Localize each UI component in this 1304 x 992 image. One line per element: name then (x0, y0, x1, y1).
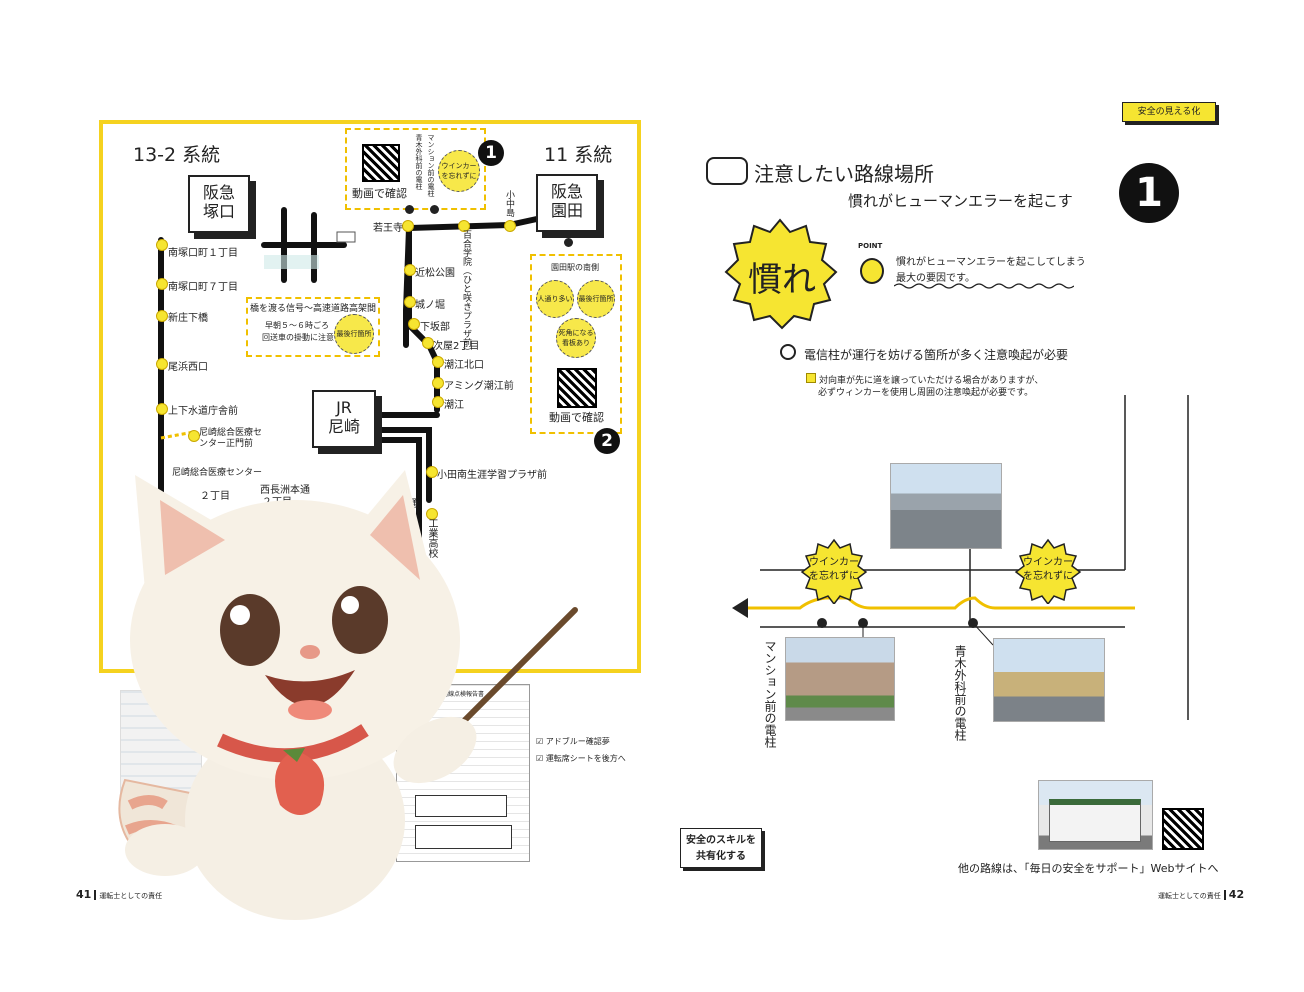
magnifier-icon (780, 344, 796, 360)
lightbulb-icon (860, 258, 884, 284)
pole-label: マンション前の電柱 (763, 640, 777, 748)
notice-title: 橋を渡る信号～高速道路高架間 (250, 304, 377, 314)
notice-body: 回送車の掛動に注意 (262, 333, 334, 342)
section-number: 1 (1119, 163, 1179, 223)
qr-caption: 動画で確認 (352, 187, 407, 200)
warning-badge: 最後行箇所 (577, 280, 615, 318)
street-photo-top (890, 463, 1002, 549)
notice-body: 早朝５～６時ごろ (265, 321, 329, 330)
point-label: POINT (858, 242, 883, 250)
stop-label: アミング潮江前 (444, 381, 514, 392)
skill-tag: 安全のスキルを共有化する (680, 828, 762, 868)
stop-label: 尼崎総合医療センター正門前 (199, 428, 263, 449)
wavy-underline (894, 283, 1074, 289)
warning-badge-text: ウインカーを忘れずに (809, 557, 859, 582)
route-label-13-2: 13-2 系統 (133, 144, 221, 166)
warning-badge: 人通り多い (536, 280, 574, 318)
check-icon (806, 373, 816, 383)
page-subheading: 慣れがヒューマンエラーを起こす (848, 192, 1073, 210)
mascot-cat-illustration (118, 470, 578, 920)
pointing-hand-icon (706, 157, 748, 185)
stop-label: 上下水道庁舎前 (168, 406, 238, 417)
hint-text: 対向車が先に道を譲っていただける場合がありますが、 (806, 373, 1043, 386)
stop-label: 南塚口町７丁目 (168, 282, 238, 293)
station-hankyu-tsukaguchi: 阪急塚口 (188, 175, 250, 233)
notice-box-1 (345, 128, 486, 210)
stop-label: 尼崎総合医療センター (172, 468, 263, 478)
hint-text: 必ずウィンカーを使用し周囲の注意喚起が必要です。 (818, 388, 1034, 398)
qr-code[interactable] (557, 368, 597, 408)
notice-box-2 (530, 254, 622, 434)
checklist-item: ☑ 運転席シートを後方へ (536, 754, 626, 763)
stop-label: 小田南生涯学習プラザ前 (437, 470, 547, 481)
street-photo-clinic (993, 638, 1105, 722)
stop-label: 工業高校 (426, 518, 437, 558)
stop-label: 次屋2丁目 (433, 341, 480, 352)
section-tag: 安全の見える化 (1122, 102, 1216, 122)
number-badge-1: 1 (478, 140, 504, 166)
point-text: 慣れがヒューマンエラーを起こしてしまう (896, 257, 1086, 268)
stop-label: 潮江北口 (444, 360, 484, 371)
qr-code[interactable] (1162, 808, 1204, 850)
bus-photo (1038, 780, 1153, 850)
bus-drawing (415, 825, 512, 849)
form-title: 路線点検報告書 (397, 689, 529, 698)
stop-label: 南塚口町１丁目 (168, 248, 238, 259)
route-label-11: 11 系統 (544, 144, 613, 166)
stop-label: 小中島 (504, 190, 514, 217)
warning-burst-right (1014, 538, 1082, 604)
point-text: 最大の要因です。 (896, 273, 975, 284)
stop-label: 下坂部 (420, 322, 450, 333)
checklist-item: ☑ アドブルー確認夢 (536, 737, 610, 746)
page-heading: 注意したい路線場所 (754, 162, 934, 186)
stop-label: 潮江 (444, 400, 464, 411)
bus-drawing (415, 795, 507, 817)
warning-badge: 死角になる看板あり (556, 318, 596, 358)
hint-title: 電信柱が運行を妨げる箇所が多く注意喚起が必要 (804, 348, 1069, 362)
street-photo-mansion (785, 637, 895, 721)
qr-code[interactable] (362, 144, 400, 182)
stop-label: 城ノ堀 (415, 300, 445, 311)
keyword-text: 慣れ (748, 260, 816, 300)
stop-label: 百合学院（ひと咲きプラザ前） (461, 230, 471, 356)
stop-label: ２丁目 (200, 491, 230, 502)
pole-label: 青木外科前の電柱 (953, 645, 967, 741)
keyword-burst (724, 218, 838, 330)
stop-label: 尾浜西口 (168, 362, 208, 373)
qr-caption: 動画で確認 (549, 411, 604, 424)
notice-box-bridge (246, 297, 380, 357)
station-hankyu-sonoda: 阪急園田 (536, 174, 598, 232)
footer-note: 他の路線は、「毎日の安全をサポート」Webサイトへ (958, 862, 1219, 875)
notice-vertical-text: マンション前の電柱 (427, 134, 435, 197)
warning-burst-left (800, 538, 868, 604)
warning-badge: ウインカーを忘れずに (438, 150, 480, 192)
stop-label: 新庄下橋 (168, 313, 208, 324)
stop-label: 若王寺 (373, 223, 403, 234)
notice-vertical-text: 青木外科前の電柱 (415, 134, 423, 190)
notice-title: 園田駅の南側 (551, 263, 599, 272)
warning-badge-text: ウインカーを忘れずに (1023, 557, 1073, 582)
number-badge-2: 2 (594, 428, 620, 454)
warning-badge: 最後行箇所 (334, 314, 374, 354)
stop-label: 近松公園 (415, 268, 455, 279)
